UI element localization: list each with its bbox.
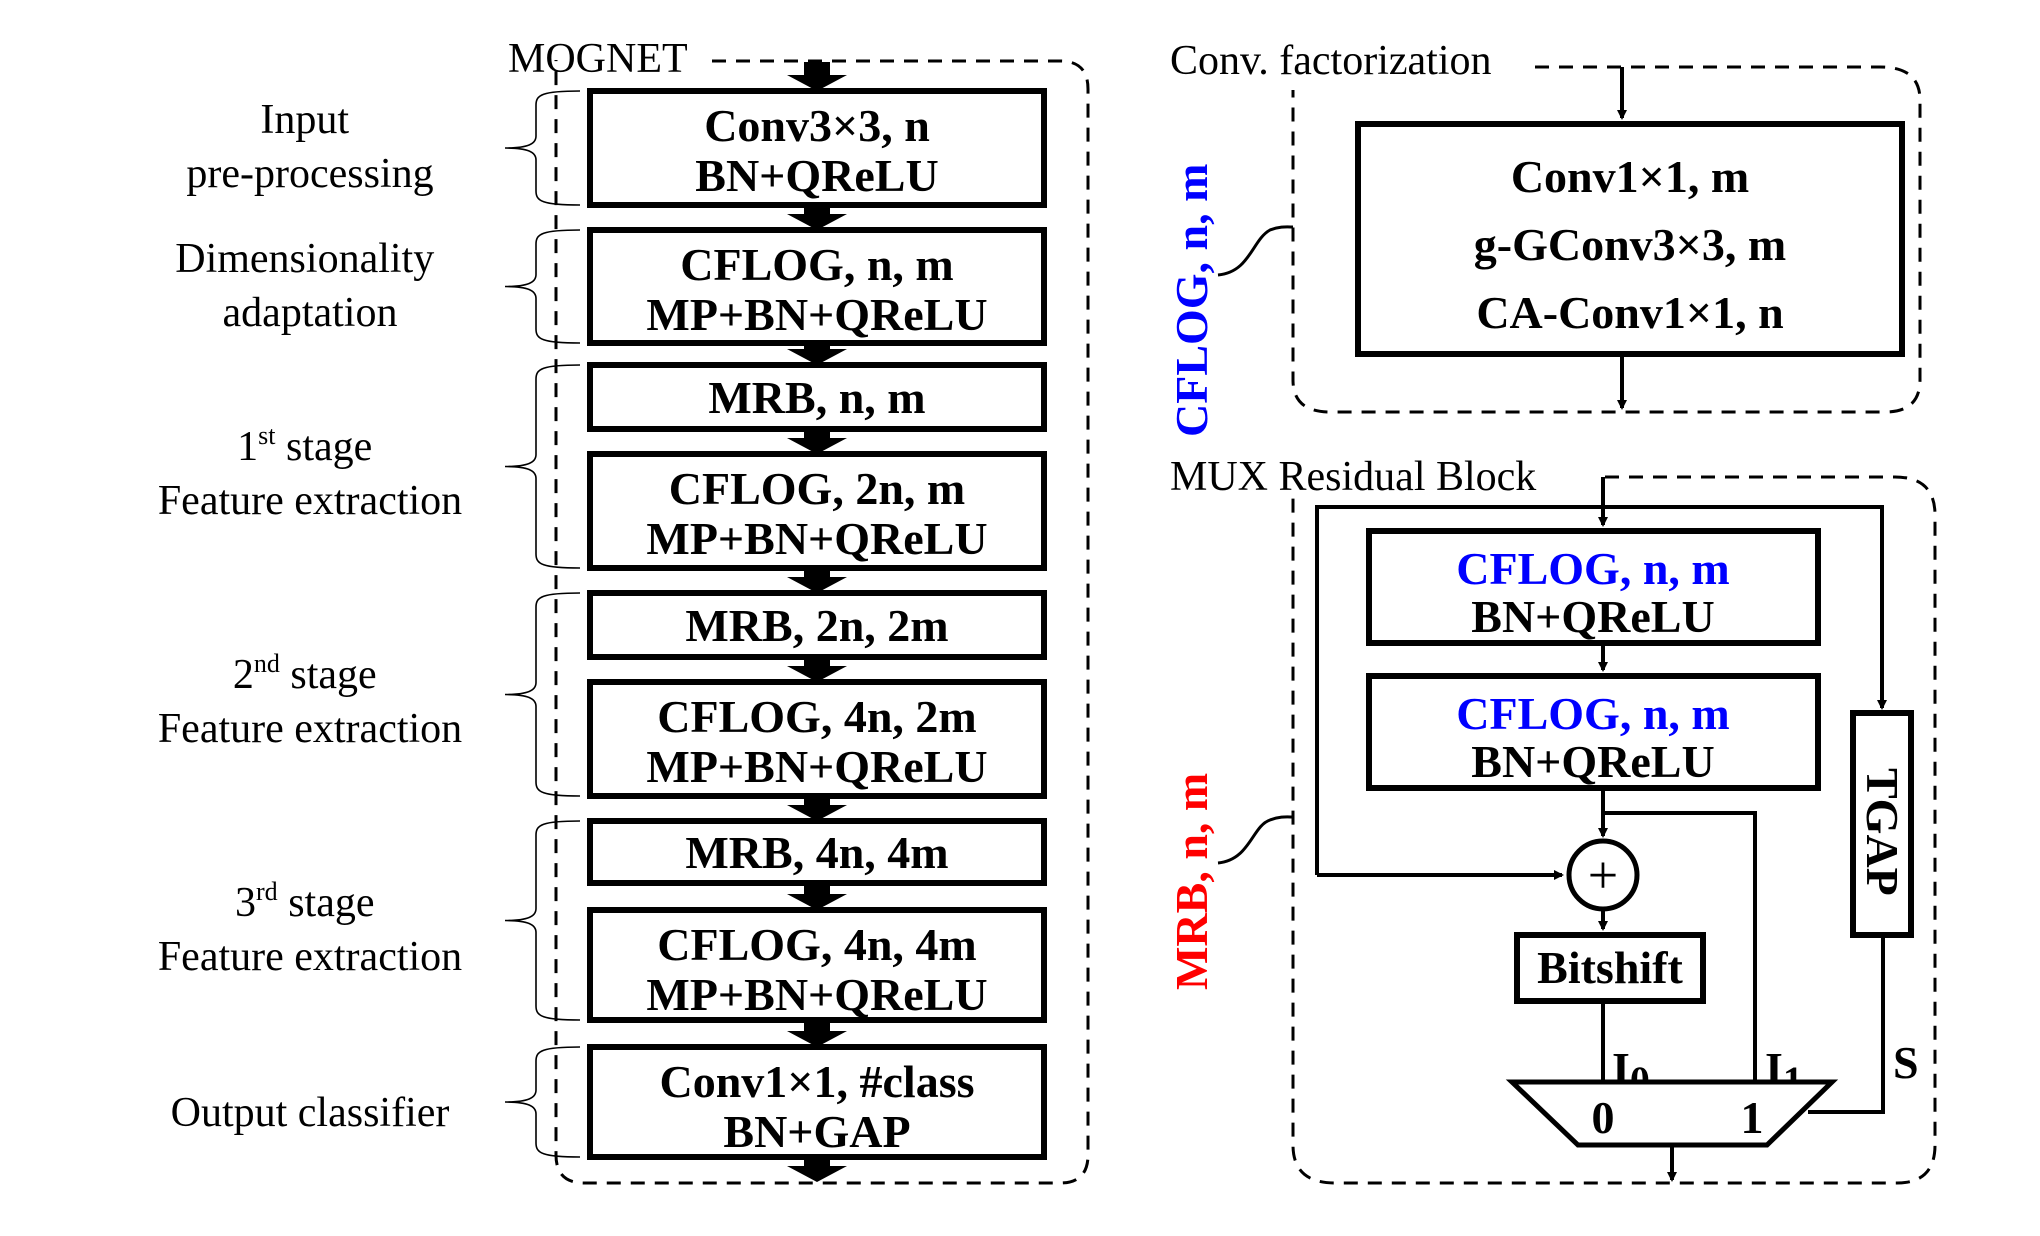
flow-arrow-7 xyxy=(787,881,847,910)
mrb-cflog-1-line1: CFLOG, n, m xyxy=(1456,543,1729,594)
stage-label-output: Output classifier xyxy=(171,1090,450,1136)
mognet-title: MOGNET xyxy=(508,36,688,82)
mognet-panel: MOGNET Input pre-processing Dimensionali… xyxy=(158,36,1090,1185)
stage-brace-2 xyxy=(504,364,581,569)
adder-plus-icon: + xyxy=(1588,845,1618,905)
block-title: MRB, n, m xyxy=(708,372,925,423)
tgap-label: TGAP xyxy=(1857,768,1908,896)
flow-arrow-1 xyxy=(787,203,847,230)
mux-residual-dashed-container xyxy=(1291,475,1937,1185)
stage-label-dimensionality: Dimensionality adaptation xyxy=(175,236,444,336)
conv-factorization-line-3: CA-Conv1×1, n xyxy=(1476,287,1783,338)
mrb-cflog-1-line2: BN+QReLU xyxy=(1471,591,1714,642)
block-frame xyxy=(587,362,1047,432)
cflog-callout-connector xyxy=(1217,225,1294,277)
block-subtitle: MP+BN+QReLU xyxy=(646,289,987,340)
bitshift-label: Bitshift xyxy=(1537,942,1683,993)
block-frame xyxy=(587,590,1047,660)
block-title: MRB, 2n, 2m xyxy=(685,600,948,651)
block-title: CFLOG, 4n, 2m xyxy=(657,691,976,742)
block-frame xyxy=(587,907,1047,1023)
conv-factorization-box xyxy=(1355,121,1905,357)
stage-label-input: Input pre-processing xyxy=(186,97,433,197)
conv-factorization-panel: Conv. factorization CFLOG, n, m Conv1×1,… xyxy=(1166,38,1922,437)
block-subtitle: MP+BN+QReLU xyxy=(646,513,987,564)
stage-brace-5 xyxy=(504,1046,581,1158)
mrb-callout-connector xyxy=(1217,815,1294,865)
mrb-cflog-block-2 xyxy=(1366,673,1821,791)
mux-port-0-label: 0 xyxy=(1592,1092,1615,1143)
input1-line xyxy=(1603,811,1757,1082)
stage-braces xyxy=(504,90,581,1158)
block-title: CFLOG, 4n, 4m xyxy=(657,919,976,970)
block-frame xyxy=(587,679,1047,799)
flow-arrow-4 xyxy=(787,566,847,593)
select-line xyxy=(1808,935,1885,1114)
stage-label-2nd: 2nd stage Feature extraction xyxy=(158,649,462,752)
stage-label-1st: 1st stage Feature extraction xyxy=(158,421,462,524)
block-subtitle: MP+BN+QReLU xyxy=(646,969,987,1020)
mognet-block-4: MRB, 2n, 2m xyxy=(587,590,1047,660)
block-frame xyxy=(587,1044,1047,1160)
conv-factorization-title: Conv. factorization xyxy=(1170,38,1492,84)
flow-arrow-6 xyxy=(787,794,847,821)
block-title: Conv3×3, n xyxy=(704,100,930,151)
conv-factorization-line-2: g-GConv3×3, m xyxy=(1474,219,1786,270)
block-frame xyxy=(587,88,1047,208)
cflog-side-label: CFLOG, n, m xyxy=(1166,164,1217,437)
tgap-box xyxy=(1850,710,1914,938)
flow-arrow-2 xyxy=(787,341,847,365)
mognet-block-3: CFLOG, 2n, mMP+BN+QReLU xyxy=(587,451,1047,571)
mrb-cflog-2-line2: BN+QReLU xyxy=(1471,736,1714,787)
block-title: Conv1×1, #class xyxy=(659,1056,974,1107)
block-frame xyxy=(587,451,1047,571)
mognet-arrows xyxy=(787,62,847,1182)
block-frame xyxy=(587,818,1047,886)
block-subtitle: MP+BN+QReLU xyxy=(646,741,987,792)
select-label: S xyxy=(1893,1037,1919,1088)
stage-brace-1 xyxy=(504,229,581,344)
block-title: MRB, 4n, 4m xyxy=(685,827,948,878)
block-subtitle: BN+GAP xyxy=(723,1106,910,1157)
mrb-branch-lines xyxy=(1315,505,1884,875)
flow-arrow-9 xyxy=(787,1155,847,1182)
flow-arrow-0 xyxy=(787,62,847,91)
flow-arrow-8 xyxy=(787,1018,847,1047)
block-frame xyxy=(587,227,1047,346)
block-title: CFLOG, n, m xyxy=(680,239,953,290)
flow-arrow-3 xyxy=(787,427,847,454)
mux-residual-block-panel: MUX Residual Block MRB, n, m CFLOG, n, m… xyxy=(1166,454,1937,1185)
conv-factorization-dashed-container xyxy=(1291,65,1922,414)
block-title: CFLOG, 2n, m xyxy=(669,463,965,514)
mognet-block-0: Conv3×3, nBN+QReLU xyxy=(587,88,1047,208)
mognet-block-1: CFLOG, n, mMP+BN+QReLU xyxy=(587,227,1047,346)
block-subtitle: BN+QReLU xyxy=(695,150,938,201)
stage-brace-3 xyxy=(504,592,581,797)
bitshift-box xyxy=(1514,932,1706,1004)
mrb-cflog-block-1 xyxy=(1366,528,1821,646)
stage-brace-4 xyxy=(504,820,581,1021)
mognet-block-6: MRB, 4n, 4m xyxy=(587,818,1047,886)
mrb-cflog-2-line1: CFLOG, n, m xyxy=(1456,688,1729,739)
multiplexer xyxy=(1505,1079,1839,1148)
conv-factorization-line-1: Conv1×1, m xyxy=(1511,151,1749,202)
stage-label-3rd: 3rd stage Feature extraction xyxy=(158,877,462,980)
stage-labels: Input pre-processing Dimensionality adap… xyxy=(158,97,462,1136)
mognet-block-2: MRB, n, m xyxy=(587,362,1047,432)
mux-port-1-label: 1 xyxy=(1741,1092,1764,1143)
mognet-dashed-container xyxy=(554,59,1090,1185)
mrb-side-label: MRB, n, m xyxy=(1166,773,1217,990)
mux-residual-block-title: MUX Residual Block xyxy=(1170,454,1536,500)
flow-arrow-5 xyxy=(787,655,847,682)
stage-brace-0 xyxy=(504,90,581,206)
